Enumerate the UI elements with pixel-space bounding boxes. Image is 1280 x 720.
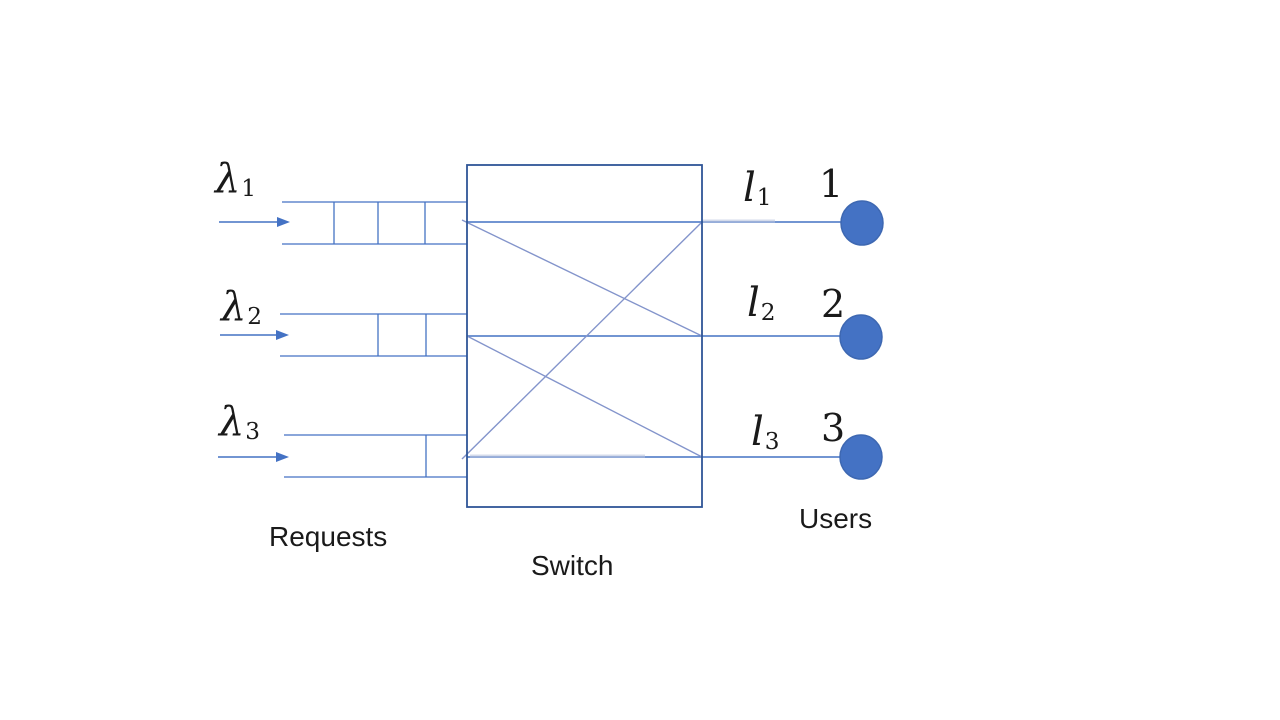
user-number-1: 1 [819, 162, 844, 206]
link-subscript: 3 [764, 428, 780, 456]
queue-3 [284, 434, 467, 478]
arrow-head-icon [277, 217, 290, 227]
lambda-subscript: 2 [247, 303, 263, 331]
link-symbol: l [751, 409, 764, 455]
arrow-head-icon [276, 330, 289, 340]
link-label-3: l3 [751, 410, 779, 454]
user-node-1 [840, 200, 884, 246]
link-symbol: l [747, 280, 760, 326]
user-number-3: 3 [821, 406, 846, 450]
connection-diagonal-1-to-2 [461, 219, 703, 337]
lambda-subscript: 3 [245, 418, 261, 446]
link-subscript: 1 [756, 184, 772, 212]
requests-caption: Requests [269, 521, 388, 552]
switch-box [466, 164, 703, 508]
lambda-symbol: λ [215, 156, 241, 202]
link-label-1: l1 [743, 166, 771, 210]
user-node-3 [839, 434, 883, 480]
connection-diagonal-2-to-3 [466, 335, 703, 458]
input-arrow-3 [218, 452, 289, 462]
input-arrow-1 [219, 217, 290, 227]
queue-2 [280, 313, 467, 357]
users-caption: Users [799, 503, 873, 534]
queue-1 [282, 201, 467, 245]
lambda-symbol: λ [221, 284, 247, 330]
input-arrow-2 [220, 330, 289, 340]
user-number-2: 2 [821, 282, 846, 326]
arrow-head-icon [276, 452, 289, 462]
link-symbol: l [743, 165, 756, 211]
lambda-subscript: 1 [241, 175, 257, 203]
link-subscript: 2 [760, 299, 776, 327]
input-rate-label-2: λ2 [221, 284, 263, 331]
switch-caption: Switch [531, 550, 614, 581]
connection-diagonal-3-to-1 [461, 221, 703, 460]
user-node-2 [839, 314, 883, 360]
input-rate-label-3: λ3 [219, 399, 261, 446]
link-label-2: l2 [747, 281, 775, 325]
lambda-symbol: λ [219, 399, 245, 445]
input-rate-label-1: λ1 [215, 156, 257, 203]
